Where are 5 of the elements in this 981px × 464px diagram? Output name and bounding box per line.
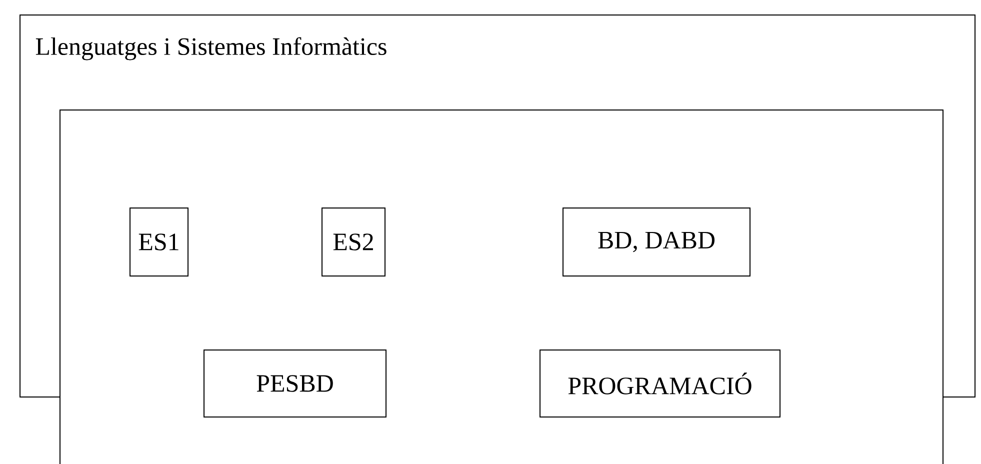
module-box: PROGRAMACIÓ <box>540 350 780 418</box>
module-box: BD, DABD <box>562 208 750 276</box>
module-box: PESBD <box>204 350 386 418</box>
module-box: ES2 <box>322 208 386 276</box>
module-box: ES1 <box>130 208 188 276</box>
